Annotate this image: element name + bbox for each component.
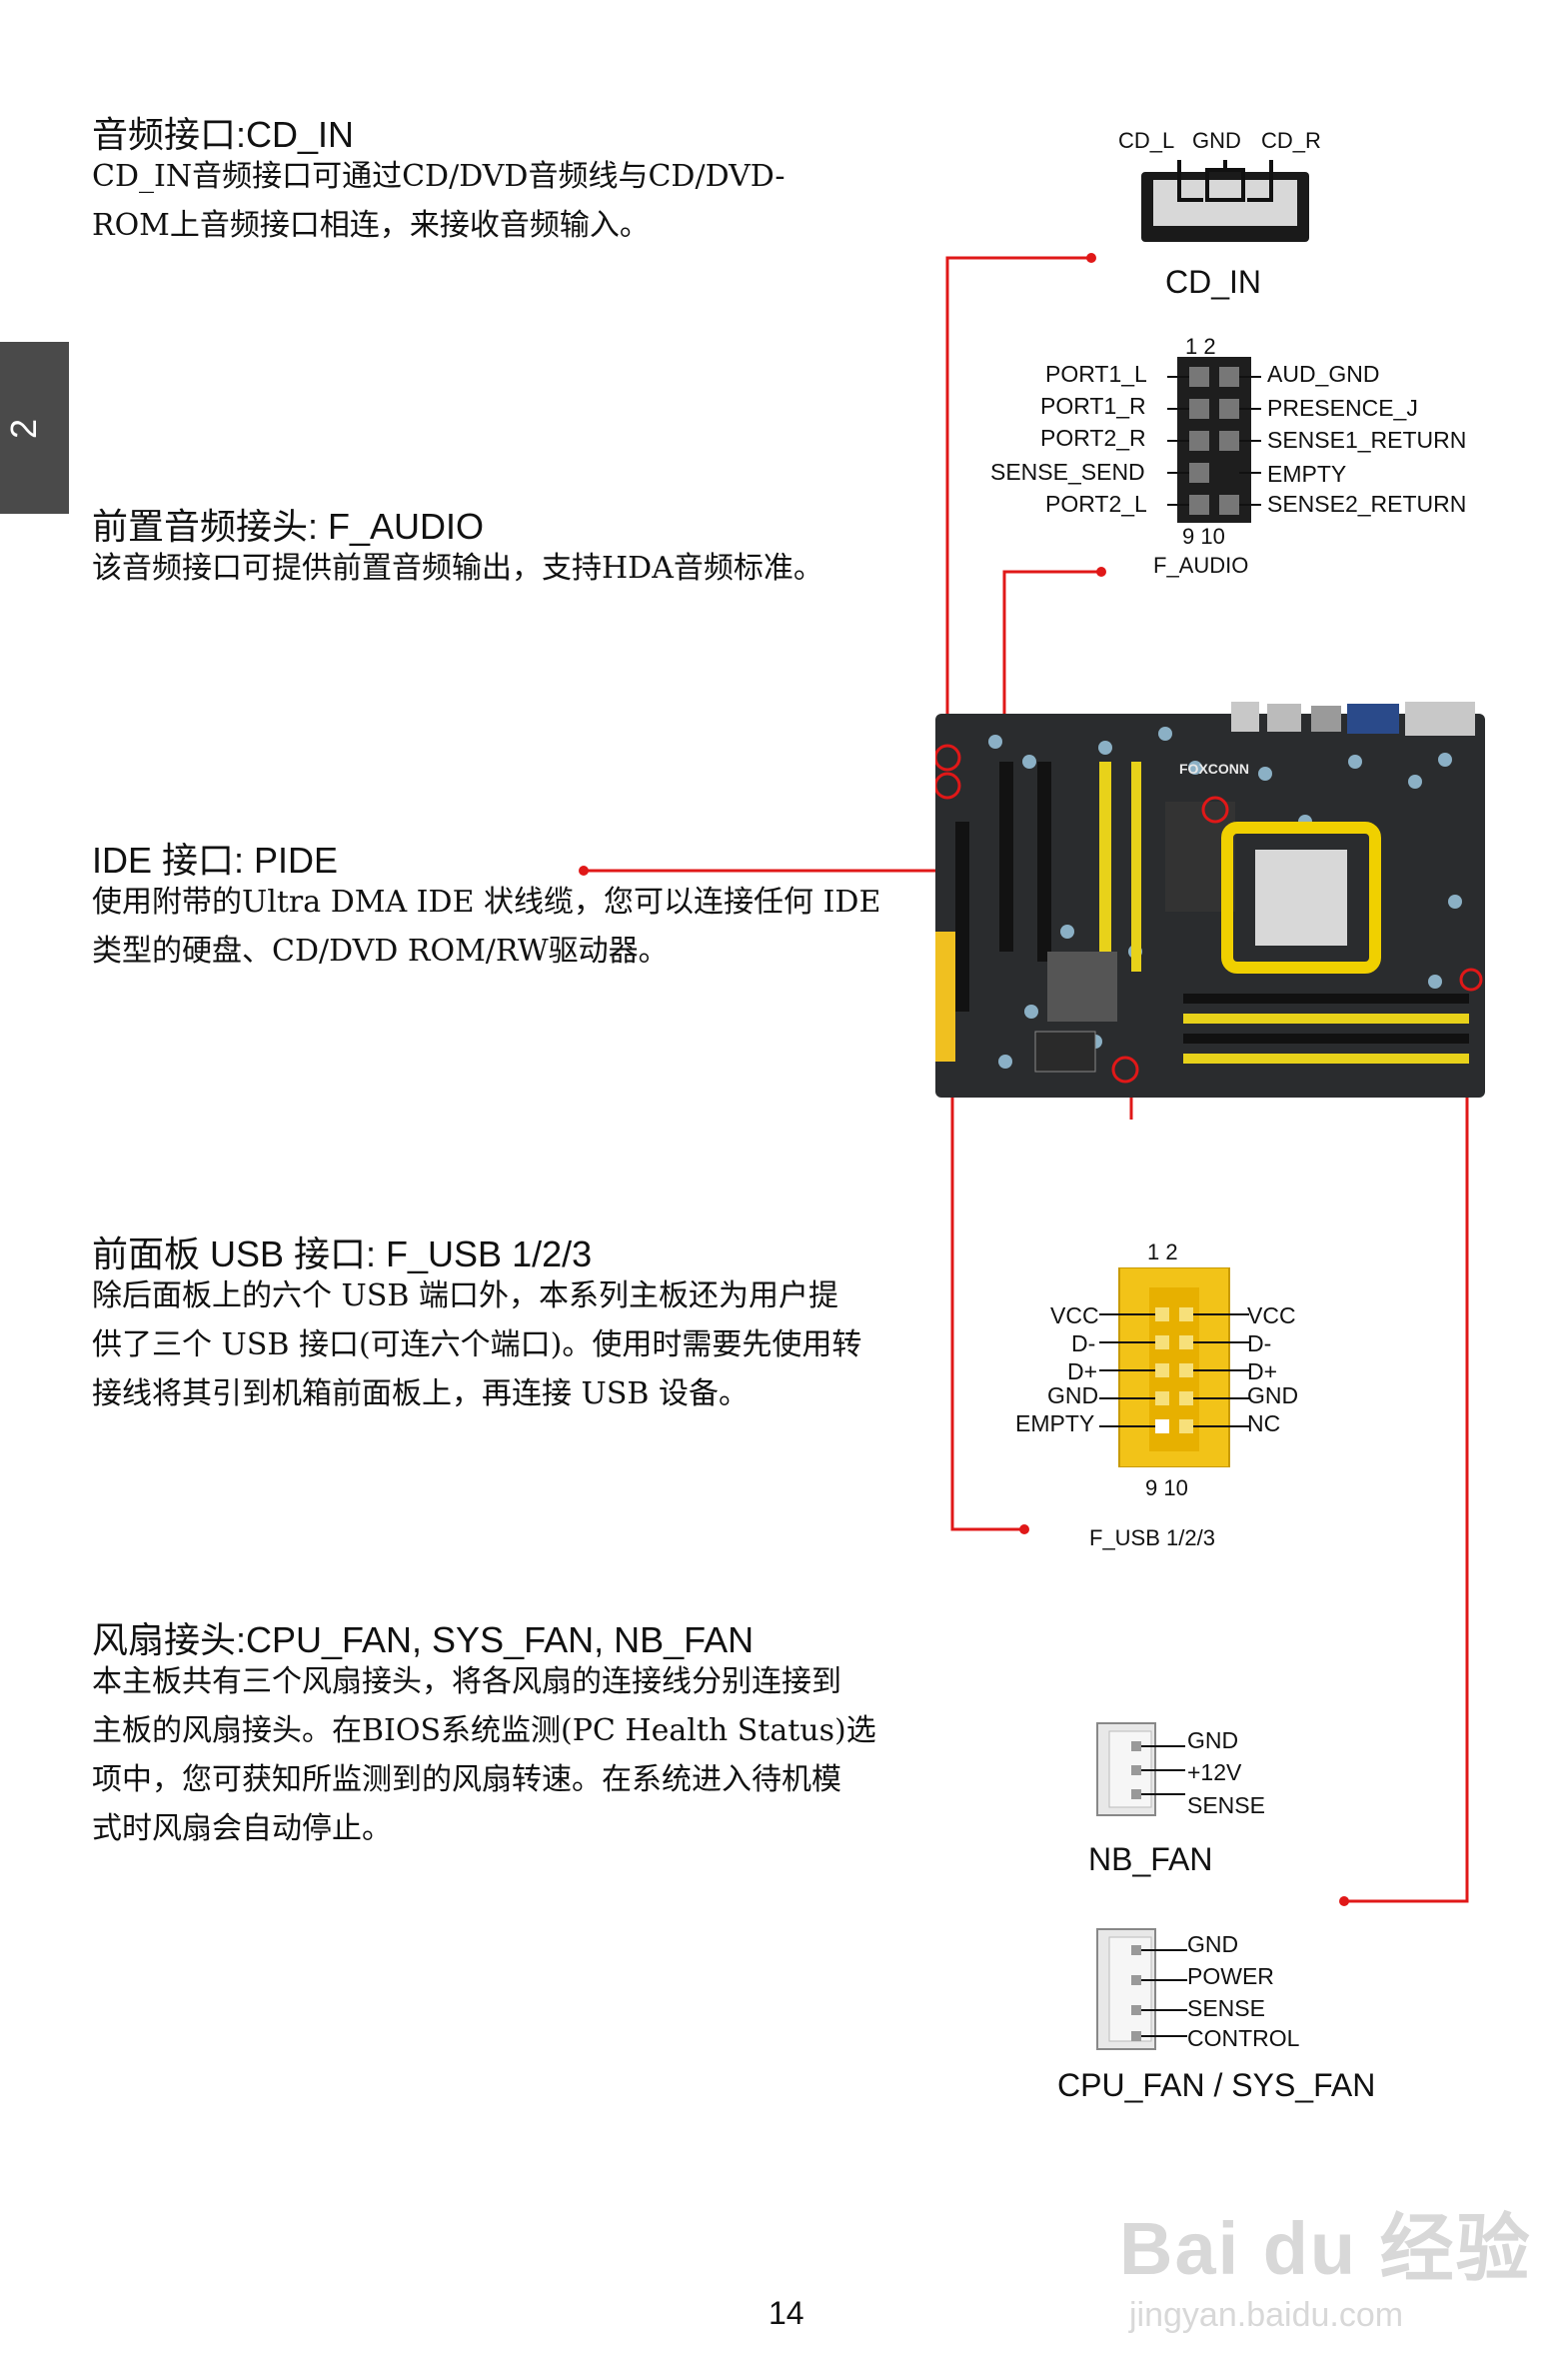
- text-line: 类型的硬盘、CD/DVD ROM/RW驱动器。: [92, 934, 669, 969]
- text-line: 主板的风扇接头。在BIOS系统监测(PC Health Status)选: [92, 1713, 876, 1748]
- text-line: CD_IN音频接口可通过CD/DVD音频线与CD/DVD-: [92, 159, 785, 194]
- fan-leader: [1344, 988, 1469, 1903]
- nb-fan-pin: +12V: [1187, 1759, 1242, 1785]
- f-usb-left-pin: D-: [1071, 1330, 1096, 1356]
- watermark-main: Bai du 经验: [1119, 2207, 1532, 2290]
- cd-in-desc: CD_IN音频接口可通过CD/DVD音频线与CD/DVD- ROM上音频接口相连…: [92, 152, 911, 250]
- f-usb-left-pin: D+: [1067, 1358, 1098, 1384]
- cd-in-pin-gnd: GND: [1192, 128, 1241, 153]
- f-audio-desc: 该音频接口可提供前置音频输出，支持HDA音频标准。: [92, 544, 911, 593]
- cpu-fan-pin: SENSE: [1187, 1995, 1265, 2021]
- f-audio-right-pin: SENSE1_RETURN: [1267, 427, 1467, 453]
- cpu-fan-connector-icon: [1096, 1928, 1187, 2050]
- f-audio-left-pin: PORT1_R: [1040, 393, 1146, 419]
- cpu-fan-pin: POWER: [1187, 1963, 1274, 1989]
- page-number: 14: [769, 2295, 804, 2331]
- f-audio-left-pin: PORT1_L: [1045, 361, 1147, 387]
- text-line: 接线将其引到机箱前面板上，再连接 USB 设备。: [92, 1376, 749, 1411]
- f-audio-left-pin: PORT2_L: [1045, 491, 1147, 517]
- text-line: 供了三个 USB 接口(可连六个端口)。使用时需要先使用转: [92, 1327, 862, 1362]
- pide-desc: 使用附带的Ultra DMA IDE 状线缆，您可以连接任何 IDE 类型的硬盘…: [92, 878, 911, 976]
- f-usb-right-pin: GND: [1247, 1382, 1299, 1408]
- watermark: Bai du 经验 jingyan.baidu.com: [1119, 2189, 1532, 2335]
- fan-title: 风扇接头:CPU_FAN, SYS_FAN, NB_FAN: [92, 1619, 755, 1660]
- f-audio-header-icon: [1167, 357, 1261, 523]
- text-line: ROM上音频接口相连，来接收音频输入。: [92, 208, 650, 243]
- motherboard-image: FOXCONN: [935, 702, 1485, 1098]
- nb-fan-caption: NB_FAN: [1088, 1841, 1213, 1877]
- cd-in-connector-icon: [1141, 160, 1309, 242]
- cpu-fan-caption: CPU_FAN / SYS_FAN: [1057, 2067, 1376, 2103]
- f-usb-title: 前面板 USB 接口: F_USB 1/2/3: [92, 1233, 593, 1274]
- cd-in-caption: CD_IN: [1165, 264, 1262, 300]
- text-line: 项中，您可获知所监测到的风扇转速。在系统进入待机模: [92, 1762, 841, 1797]
- f-audio-right-pin: EMPTY: [1267, 461, 1347, 487]
- brand-label: FOXCONN: [1179, 761, 1249, 777]
- f-audio-right-pin: PRESENCE_J: [1267, 395, 1418, 421]
- nb-fan-pin: GND: [1187, 1727, 1239, 1753]
- cpu-fan-pin: CONTROL: [1187, 2025, 1300, 2051]
- nb-fan-connector-icon: [1096, 1722, 1185, 1816]
- f-usb-header-icon: [1099, 1267, 1249, 1467]
- f-usb-right-pin: D+: [1247, 1358, 1278, 1384]
- text-line: 式时风扇会自动停止。: [92, 1811, 392, 1846]
- f-usb-left-pin: EMPTY: [1015, 1410, 1095, 1436]
- nb-fan-pin: SENSE: [1187, 1792, 1265, 1818]
- text-line: 使用附带的Ultra DMA IDE 状线缆，您可以连接任何 IDE: [92, 885, 881, 920]
- fan-desc: 本主板共有三个风扇接头，将各风扇的连接线分别连接到 主板的风扇接头。在BIOS系…: [92, 1657, 911, 1853]
- f-usb-left-pin: VCC: [1050, 1302, 1099, 1328]
- f-audio-left-pin: PORT2_R: [1040, 425, 1146, 451]
- cd-in-title: 音频接口:CD_IN: [92, 114, 355, 155]
- f-audio-left-pin: SENSE_SEND: [990, 459, 1145, 485]
- f-audio-bottom-pins: 9 10: [1182, 524, 1225, 549]
- f-usb-right-pin: VCC: [1247, 1302, 1296, 1328]
- f-usb-top-pins: 1 2: [1147, 1239, 1178, 1264]
- watermark-sub: jingyan.baidu.com: [1129, 2296, 1404, 2334]
- f-audio-right-pin: SENSE2_RETURN: [1267, 491, 1467, 517]
- f-audio-title: 前置音频接头: F_AUDIO: [92, 506, 485, 547]
- cd-in-pin-cdr: CD_R: [1261, 128, 1321, 153]
- f-usb-caption: F_USB 1/2/3: [1089, 1525, 1215, 1550]
- f-usb-left-pin: GND: [1047, 1382, 1099, 1408]
- f-usb-desc: 除后面板上的六个 USB 端口外，本系列主板还为用户提 供了三个 USB 接口(…: [92, 1271, 911, 1418]
- f-audio-right-pin: AUD_GND: [1267, 361, 1380, 387]
- text-line: 本主板共有三个风扇接头，将各风扇的连接线分别连接到: [92, 1664, 841, 1699]
- pide-title: IDE 接口: PIDE: [92, 840, 339, 881]
- text-line: 该音频接口可提供前置音频输出，支持HDA音频标准。: [92, 551, 823, 586]
- cd-in-leader: [945, 256, 1091, 742]
- f-usb-leader: [950, 1072, 1024, 1531]
- chapter-tab: 2: [0, 342, 69, 514]
- cd-in-pin-cdl: CD_L: [1118, 128, 1175, 153]
- f-usb-right-pin: NC: [1247, 1410, 1281, 1436]
- f-usb-bottom-pins: 9 10: [1145, 1475, 1188, 1500]
- f-usb-right-pin: D-: [1247, 1330, 1272, 1356]
- f-audio-caption: F_AUDIO: [1153, 553, 1249, 578]
- text-line: 除后面板上的六个 USB 端口外，本系列主板还为用户提: [92, 1278, 838, 1313]
- f-audio-top-pins: 1 2: [1185, 334, 1216, 359]
- cpu-fan-pin: GND: [1187, 1931, 1239, 1957]
